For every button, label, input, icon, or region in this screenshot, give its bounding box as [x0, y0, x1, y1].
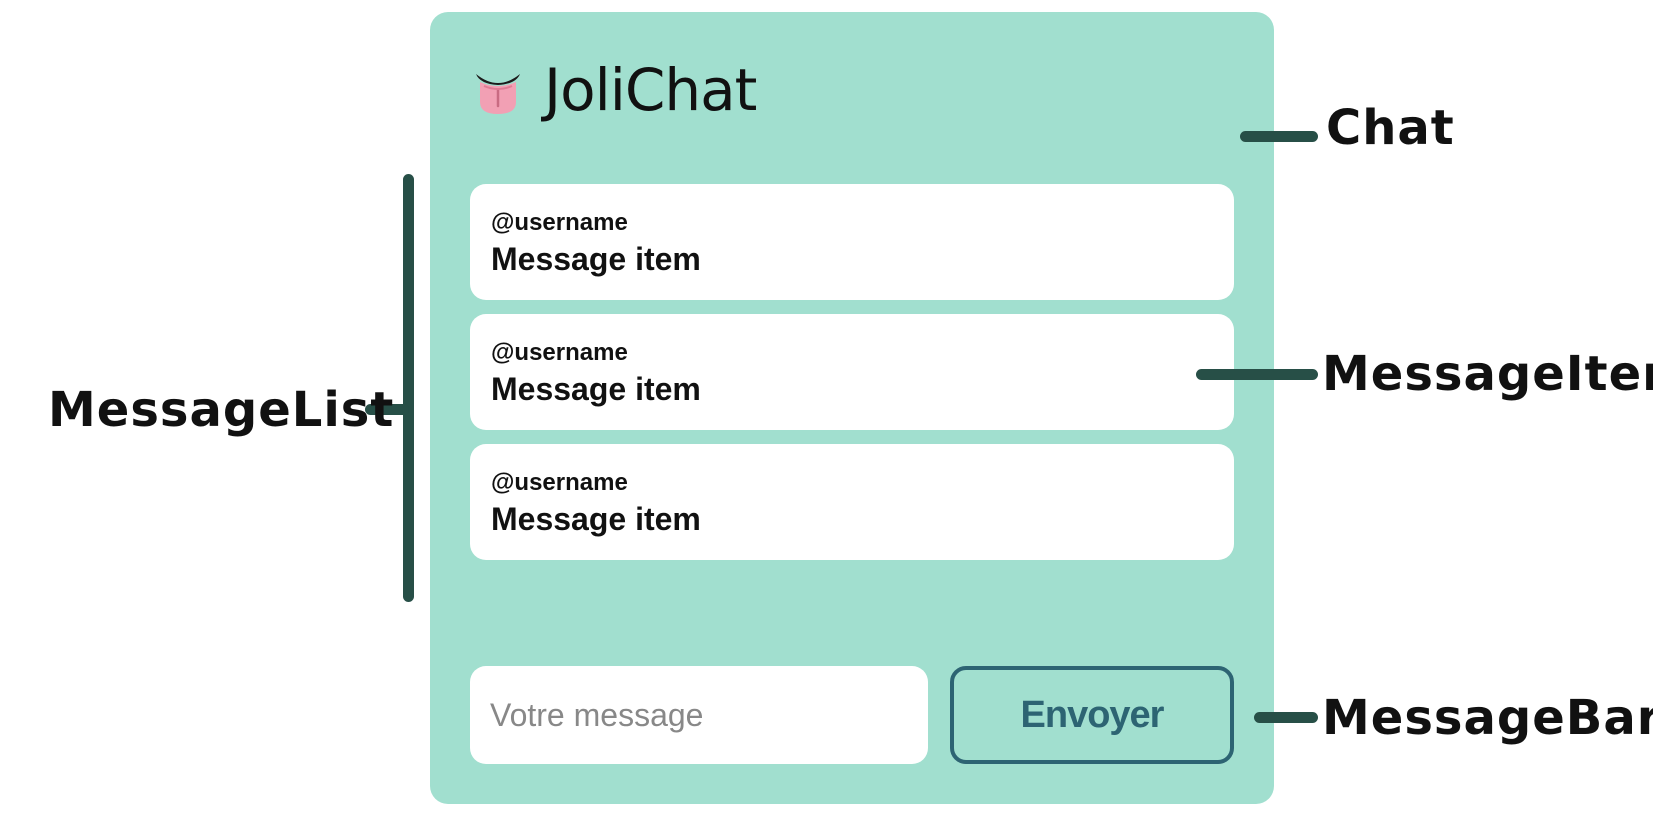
message-item: @username Message item — [470, 314, 1234, 430]
chat-panel: JoliChat @username Message item @usernam… — [430, 12, 1274, 804]
message-bar-annotation-label: MessageBar — [1322, 690, 1653, 746]
message-username: @username — [491, 339, 628, 366]
message-text: Message item — [491, 370, 701, 407]
chat-annotation-label: Chat — [1326, 100, 1455, 156]
message-item: @username Message item — [470, 184, 1234, 300]
message-item-annotation-label: MessageItem — [1322, 346, 1653, 402]
app-title: JoliChat — [544, 56, 757, 124]
message-username: @username — [491, 209, 628, 236]
tongue-emoji-icon — [476, 74, 520, 114]
chat-connector-line — [1240, 131, 1318, 142]
chat-header: JoliChat — [470, 56, 757, 124]
message-list-connector-line — [365, 404, 409, 415]
message-list-annotation-label: MessageList — [48, 382, 395, 438]
message-item-connector-line — [1196, 369, 1318, 380]
message-text: Message item — [491, 240, 701, 277]
send-button[interactable]: Envoyer — [950, 666, 1234, 764]
message-bar-connector-line — [1254, 712, 1318, 723]
message-text: Message item — [491, 500, 701, 537]
message-list-bracket-line — [403, 174, 414, 602]
message-bar: Envoyer — [470, 666, 1234, 764]
message-username: @username — [491, 469, 628, 496]
message-input[interactable] — [470, 666, 928, 764]
message-item: @username Message item — [470, 444, 1234, 560]
